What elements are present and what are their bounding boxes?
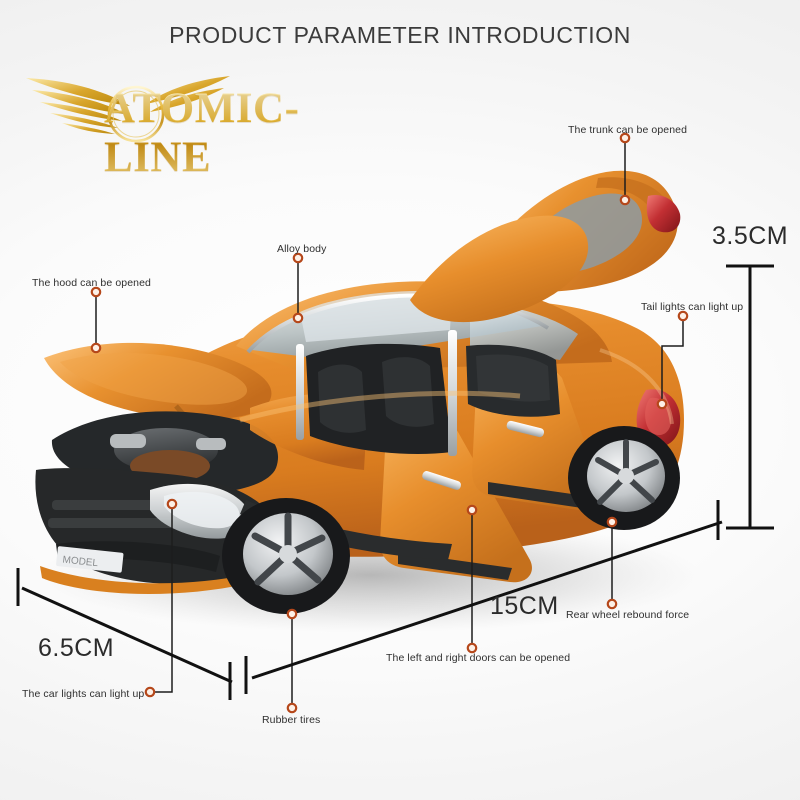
rear-door-sill (488, 482, 586, 508)
leader-dot-hood (90, 286, 102, 298)
dimension-length (244, 500, 723, 694)
body-highlight-2 (599, 348, 674, 425)
front-seat (318, 364, 366, 433)
leader-dot-doors (466, 642, 478, 654)
annotation-hood: The hood can be opened (32, 277, 151, 289)
license-plate-text: MODEL (62, 555, 99, 570)
leader-dot-rubber-tires (286, 702, 298, 714)
front-door-handle (422, 471, 462, 490)
rear-hub (618, 468, 634, 484)
car-interior (296, 330, 560, 456)
engine-part-right (196, 438, 226, 450)
dimension-height (726, 264, 774, 530)
annotation-rear-wheel: Rear wheel rebound force (566, 609, 690, 621)
tailgate-panel (410, 215, 589, 323)
open-hood (44, 342, 272, 440)
annotation-rubber-tires: Rubber tires (262, 714, 321, 726)
lower-intake (56, 541, 220, 572)
a-pillar (296, 344, 304, 440)
body-highlight-1 (239, 390, 521, 423)
front-door-sill (398, 552, 512, 580)
anchor-dot-car-lights (166, 498, 178, 510)
rear-door-handle (506, 420, 545, 438)
annotation-trunk: The trunk can be opened (568, 124, 688, 136)
anchor-dot-rubber-tires (286, 608, 298, 620)
annotation-alloy-body: Alloy body (277, 243, 327, 255)
dimension-width (16, 568, 233, 700)
upper-tail-light (646, 194, 681, 233)
annotation-doors: The left and right doors can be opened (386, 652, 571, 664)
headlight-lens (164, 491, 240, 529)
dimension-label-length: 15CM (490, 592, 559, 620)
b-pillar (448, 330, 457, 456)
front-lip (40, 566, 250, 595)
front-hub (279, 545, 297, 563)
dimension-label-width: 6.5CM (38, 634, 115, 662)
brand-name: ATOMIC-LINE (104, 84, 368, 182)
rear-wheel (568, 426, 680, 530)
hood-highlight (60, 353, 248, 405)
brand-logo: ATOMIC-LINE (18, 62, 368, 181)
anchor-dot-doors (466, 504, 478, 516)
leader-dot-alloy-body (292, 252, 304, 264)
dimension-label-height: 3.5CM (712, 222, 789, 250)
winged-emblem-icon (26, 76, 230, 143)
leader-dot-car-lights (144, 686, 156, 698)
driver-seat (382, 357, 434, 427)
annotation-tail-lights: Tail lights can light up (641, 301, 744, 313)
leader-dot-trunk (619, 132, 631, 144)
engine-part-left (110, 434, 146, 448)
side-skirt (240, 500, 452, 560)
page-title: PRODUCT PARAMETER INTRODUCTION (169, 22, 631, 48)
license-plate (56, 546, 124, 573)
anchor-dot-hood (90, 342, 102, 354)
anchor-dot-tail-lights (656, 398, 668, 410)
leader-dot-tail-lights (677, 310, 689, 322)
window-trim (246, 294, 399, 354)
anchor-dot-rear-wheel (606, 516, 618, 528)
anchor-dot-trunk (619, 194, 631, 206)
leader-dot-rear-wheel (606, 598, 618, 610)
anchor-dot-alloy-body (292, 312, 304, 324)
front-wheel (222, 498, 350, 614)
annotation-car-lights: The car lights can light up (22, 688, 145, 700)
